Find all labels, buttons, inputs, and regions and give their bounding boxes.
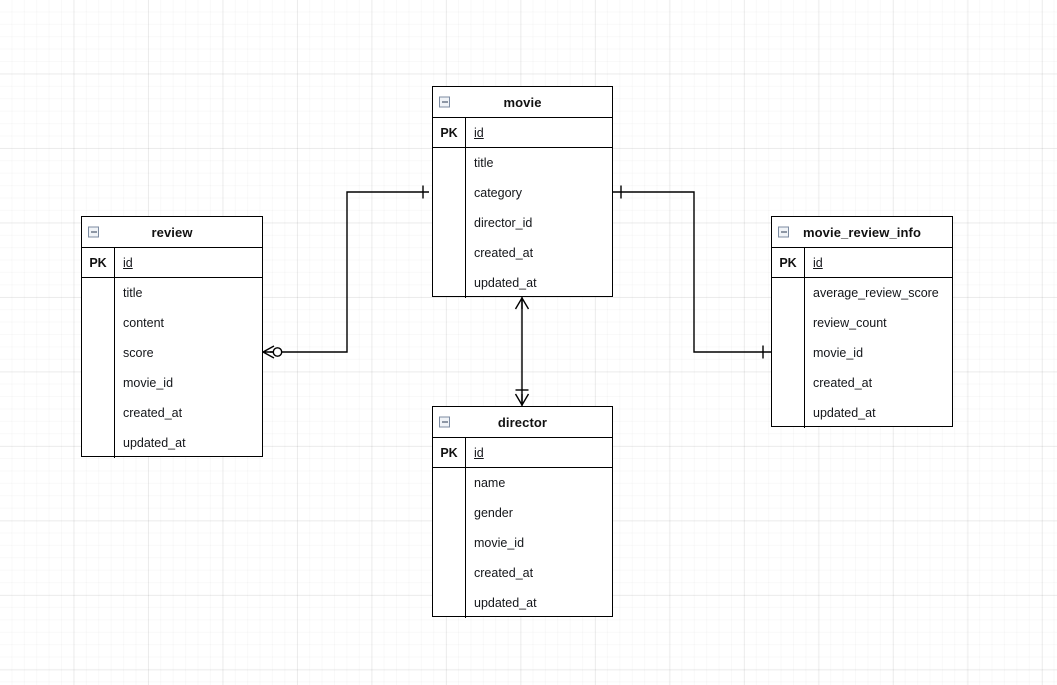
key-column-divider [465, 438, 466, 618]
entity-title: movie_review_info [802, 224, 922, 240]
field-name-label: score [123, 346, 154, 360]
entity-field-row[interactable]: score [82, 338, 262, 368]
relationship-movie-to-director[interactable] [514, 297, 530, 406]
crowsfoot-many-marker [514, 393, 530, 406]
key-column-divider [804, 248, 805, 428]
entity-field-row[interactable]: director_id [433, 208, 612, 238]
field-name-label: movie_id [474, 536, 525, 550]
entity-title: director [497, 414, 548, 430]
entity-header-review[interactable]: review [82, 217, 262, 248]
entity-header-movie_review_info[interactable]: movie_review_info [772, 217, 952, 248]
field-name-label: id [123, 255, 133, 270]
key-column-divider [114, 248, 115, 458]
field-name-label: created_at [123, 406, 183, 420]
relationship-line [613, 191, 771, 353]
entity-field-row[interactable]: movie_id [772, 338, 952, 368]
field-name-label: id [813, 255, 823, 270]
field-name-label: updated_at [474, 596, 537, 610]
minus-square-icon[interactable] [439, 96, 450, 108]
entity-field-row[interactable]: title [433, 148, 612, 178]
minus-square-icon[interactable] [778, 226, 789, 238]
relationship-line [270, 191, 429, 353]
field-name-label: created_at [474, 246, 534, 260]
field-name-label: review_count [813, 316, 887, 330]
entity-field-row[interactable]: gender [433, 498, 612, 528]
field-key-label: PK [440, 125, 458, 140]
field-name-label: director_id [474, 216, 533, 230]
entity-field-row[interactable]: PK id [433, 438, 612, 468]
entity-field-row[interactable]: average_review_score [772, 278, 952, 308]
entity-field-row[interactable]: updated_at [433, 588, 612, 618]
entity-field-row[interactable]: PK id [433, 118, 612, 148]
field-name-label: created_at [474, 566, 534, 580]
field-name-label: average_review_score [813, 286, 939, 300]
field-name-label: updated_at [123, 436, 186, 450]
field-name-label: updated_at [474, 276, 537, 290]
entity-field-row[interactable]: movie_id [82, 368, 262, 398]
entity-field-row[interactable]: updated_at [82, 428, 262, 458]
entity-title: movie [503, 94, 542, 110]
field-key-label: PK [440, 445, 458, 460]
entity-field-row[interactable]: PK id [82, 248, 262, 278]
entity-field-row[interactable]: content [82, 308, 262, 338]
entity-field-row[interactable]: updated_at [772, 398, 952, 428]
field-key-label: PK [779, 255, 797, 270]
entity-field-row[interactable]: updated_at [433, 268, 612, 298]
field-name-label: title [474, 156, 494, 170]
entity-field-row[interactable]: created_at [433, 238, 612, 268]
field-name-label: id [474, 125, 484, 140]
entity-field-row[interactable]: name [433, 468, 612, 498]
entity-field-row[interactable]: created_at [772, 368, 952, 398]
entity-title: review [151, 224, 193, 240]
field-name-label: movie_id [123, 376, 174, 390]
entity-field-row[interactable]: movie_id [433, 528, 612, 558]
entity-field-row[interactable]: PK id [772, 248, 952, 278]
entity-header-movie[interactable]: movie [433, 87, 612, 118]
field-name-label: title [123, 286, 143, 300]
field-name-label: updated_at [813, 406, 876, 420]
crowsfoot-many-marker [262, 345, 275, 359]
entity-header-director[interactable]: director [433, 407, 612, 438]
field-name-label: category [474, 186, 522, 200]
entity-field-row[interactable]: category [433, 178, 612, 208]
field-name-label: movie_id [813, 346, 864, 360]
field-name-label: id [474, 445, 484, 460]
entity-fields-director: PK id name gender movie_id created_at updated_… [433, 438, 612, 618]
entity-field-row[interactable]: review_count [772, 308, 952, 338]
field-key-label: PK [89, 255, 107, 270]
minus-square-icon[interactable] [88, 226, 99, 238]
entity-field-row[interactable]: created_at [433, 558, 612, 588]
key-column-divider [465, 118, 466, 298]
entity-field-row[interactable]: created_at [82, 398, 262, 428]
field-name-label: gender [474, 506, 513, 520]
crowsfoot-many-marker [514, 297, 530, 310]
relationship-movie-to-movie-review-info[interactable] [613, 185, 771, 359]
field-name-label: content [123, 316, 165, 330]
zero-circle-marker [272, 347, 283, 357]
minus-square-icon[interactable] [439, 416, 450, 428]
entity-field-row[interactable]: title [82, 278, 262, 308]
field-name-label: created_at [813, 376, 873, 390]
field-name-label: name [474, 476, 506, 490]
relationship-review-to-movie[interactable] [262, 185, 429, 359]
